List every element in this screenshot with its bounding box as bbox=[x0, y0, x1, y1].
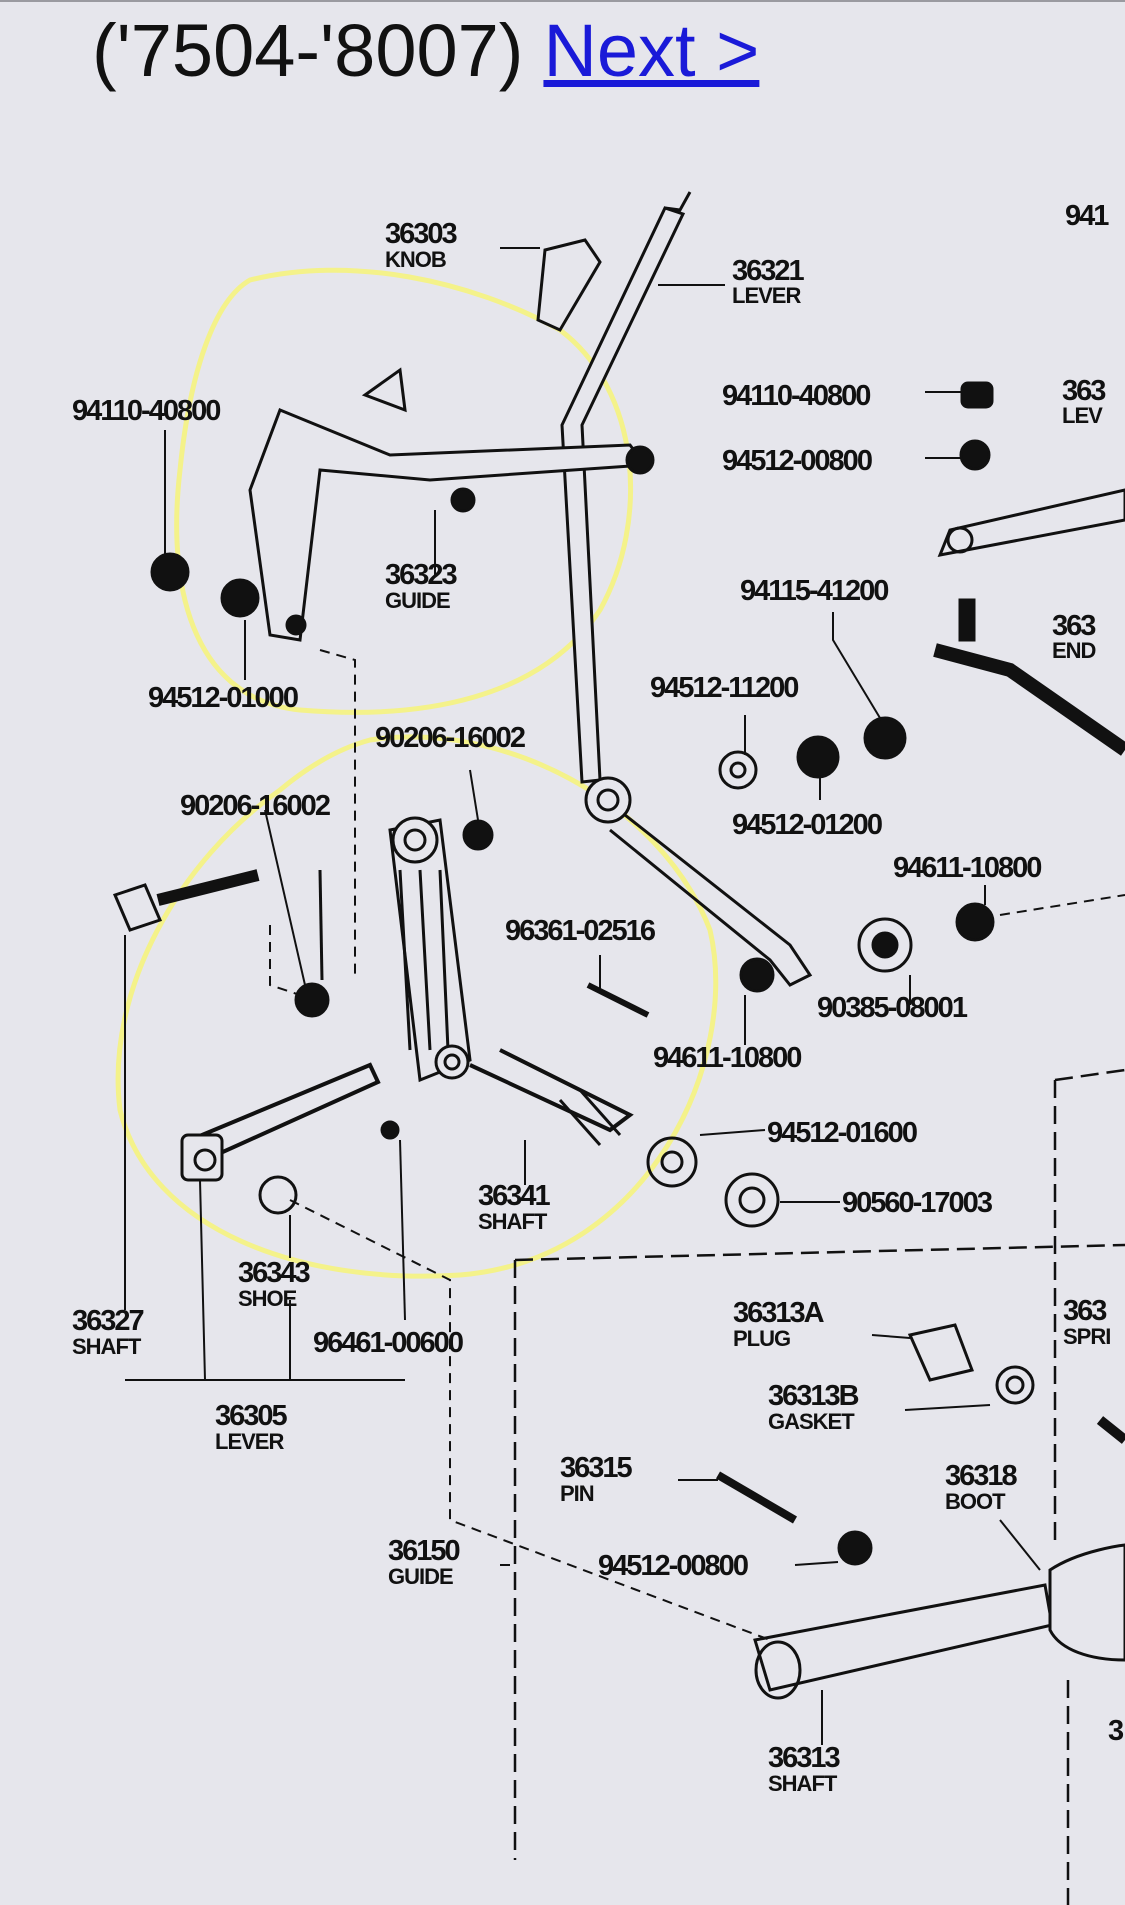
part-labels: 36303 KNOB 36321 LEVER 941 94110-40800 9… bbox=[72, 200, 1125, 1796]
label-36343-name: SHOE bbox=[238, 1286, 297, 1311]
label-36341: 36341 bbox=[478, 1180, 551, 1212]
highlight-circle-upper bbox=[174, 267, 633, 715]
label-96361: 96361-02516 bbox=[505, 915, 656, 947]
nut-94611-right bbox=[955, 902, 995, 942]
label-36150-name: GUIDE bbox=[388, 1564, 453, 1589]
washer-94512-right bbox=[959, 439, 991, 471]
label-edge-3: 3 bbox=[1108, 1715, 1124, 1747]
label-edge-363-lever-name: LEV bbox=[1062, 403, 1103, 428]
shaft-36341 bbox=[469, 1048, 634, 1133]
plug-36313a bbox=[907, 1323, 975, 1382]
label-edge-363-spring-name: SPRI bbox=[1063, 1324, 1110, 1349]
nut-94110-left bbox=[150, 552, 190, 592]
nut-90206-right bbox=[462, 819, 494, 851]
label-94611-left: 94611-10800 bbox=[653, 1042, 801, 1074]
lever-36321-tip bbox=[664, 191, 692, 212]
end-fitting bbox=[933, 643, 1125, 756]
label-edge-363-end: 363 bbox=[1052, 610, 1096, 642]
label-94611-right: 94611-10800 bbox=[893, 852, 1041, 884]
label-94512-01000: 94512-01000 bbox=[148, 682, 298, 714]
pin-36315 bbox=[715, 1471, 798, 1524]
label-94512-01600: 94512-01600 bbox=[767, 1117, 917, 1149]
bolt-left bbox=[112, 883, 163, 932]
part-linework bbox=[112, 191, 1125, 1905]
label-94115: 94115-41200 bbox=[740, 575, 888, 607]
label-36305-name: LEVER bbox=[215, 1429, 284, 1454]
top-divider bbox=[0, 0, 1125, 2]
label-90560: 90560-17003 bbox=[842, 1187, 993, 1219]
boot-36318 bbox=[1048, 1543, 1125, 1662]
shaft-36327-arm bbox=[189, 1062, 381, 1162]
label-90385: 90385-08001 bbox=[817, 992, 968, 1024]
lever-36321-arm bbox=[609, 813, 813, 987]
label-edge-363-end-name: END bbox=[1052, 638, 1096, 663]
label-36327-name: SHAFT bbox=[72, 1334, 142, 1359]
nut-90206-left bbox=[294, 982, 330, 1018]
label-36313: 36313 bbox=[768, 1742, 841, 1774]
label-36327: 36327 bbox=[72, 1305, 144, 1337]
seal-90560 bbox=[724, 1172, 780, 1228]
label-90206-left: 90206-16002 bbox=[180, 790, 330, 822]
label-36313-name: SHAFT bbox=[768, 1771, 838, 1796]
label-36313a-name: PLUG bbox=[733, 1326, 790, 1351]
label-36303-name: KNOB bbox=[385, 247, 446, 272]
label-94110-right: 94110-40800 bbox=[722, 380, 870, 412]
assembly-frame bbox=[513, 1068, 1125, 1905]
highlight-circle-lower bbox=[115, 734, 719, 1279]
label-94512-01200: 94512-01200 bbox=[732, 809, 882, 841]
lever-36321-eye bbox=[584, 776, 632, 824]
label-36303: 36303 bbox=[385, 218, 458, 250]
washer-94512-11200 bbox=[718, 750, 758, 790]
nut-94110-right bbox=[960, 381, 994, 409]
nut-90385 bbox=[857, 917, 913, 973]
diagram-header: ('7504-'8007)Next > bbox=[92, 6, 759, 96]
label-36313b-name: GASKET bbox=[768, 1409, 855, 1434]
label-94512-11200: 94512-11200 bbox=[650, 672, 798, 704]
label-36321: 36321 bbox=[732, 255, 805, 287]
label-94512-00800: 94512-00800 bbox=[722, 445, 872, 477]
date-range-text: ('7504-'8007) bbox=[92, 9, 524, 92]
label-94110-left: 94110-40800 bbox=[72, 395, 220, 427]
shoe-36343 bbox=[258, 1175, 298, 1215]
label-edge-363-lever: 363 bbox=[1062, 375, 1106, 407]
label-36323: 36323 bbox=[385, 559, 458, 591]
label-36313a: 36313A bbox=[733, 1297, 825, 1329]
label-36315: 36315 bbox=[560, 1452, 633, 1484]
label-90206-right: 90206-16002 bbox=[375, 722, 525, 754]
label-36323-name: GUIDE bbox=[385, 588, 450, 613]
leader-lines bbox=[124, 247, 1041, 1745]
label-94512-00800-lower: 94512-00800 bbox=[598, 1550, 748, 1582]
pin-96461 bbox=[380, 1120, 400, 1140]
label-36150: 36150 bbox=[388, 1535, 460, 1567]
washer-94512-lower bbox=[837, 1530, 873, 1566]
side-lever bbox=[937, 488, 1125, 557]
label-36318: 36318 bbox=[945, 1460, 1018, 1492]
gasket-36313b bbox=[995, 1365, 1035, 1405]
label-36343: 36343 bbox=[238, 1257, 311, 1289]
knob-36303 bbox=[536, 238, 602, 332]
label-36315-name: PIN bbox=[560, 1481, 594, 1506]
dashed-lines bbox=[269, 649, 1125, 1641]
label-36341-name: SHAFT bbox=[478, 1209, 548, 1234]
next-link[interactable]: Next > bbox=[543, 9, 760, 92]
label-edge-363-spring: 363 bbox=[1063, 1295, 1107, 1327]
label-96461: 96461-00600 bbox=[313, 1327, 463, 1359]
guide-36323 bbox=[248, 408, 648, 642]
washer-94512-left bbox=[220, 578, 260, 618]
label-36305: 36305 bbox=[215, 1400, 288, 1432]
nut-94611-left bbox=[739, 957, 775, 993]
label-edge-941: 941 bbox=[1065, 200, 1109, 232]
label-36318-name: BOOT bbox=[945, 1489, 1006, 1514]
nut-94512-01200 bbox=[796, 735, 840, 779]
pin-96361 bbox=[586, 982, 650, 1018]
label-36321-name: LEVER bbox=[732, 283, 801, 308]
nut-94115 bbox=[863, 716, 907, 760]
washer-94512-01600 bbox=[646, 1136, 698, 1188]
label-36313b: 36313B bbox=[768, 1380, 859, 1412]
